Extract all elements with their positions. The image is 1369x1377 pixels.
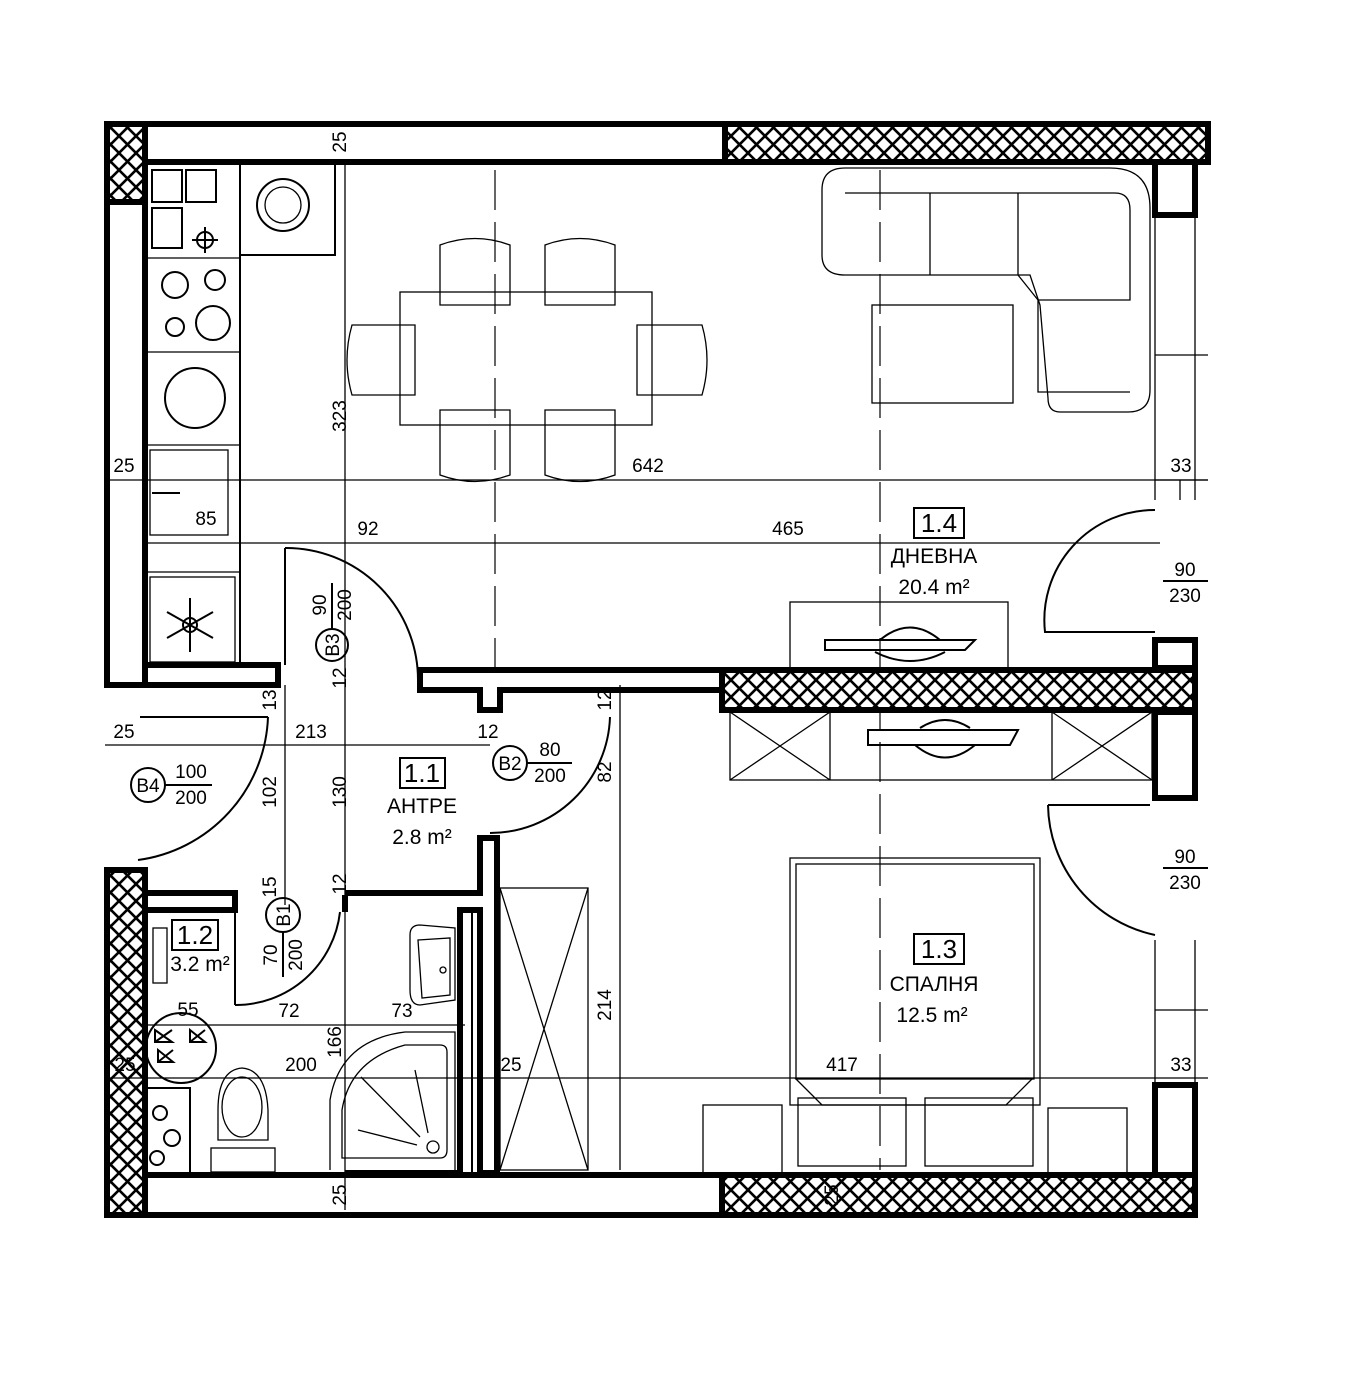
door-tag: B4 <box>136 776 160 797</box>
door-tag-b3: B3 90 200 <box>310 583 356 662</box>
dim-label: 102 <box>260 776 281 808</box>
snowflake-icon <box>166 598 214 652</box>
dim-label: 55 <box>177 1000 198 1021</box>
dim-label: 25 <box>330 131 351 152</box>
room-number: 1.2 <box>177 920 213 950</box>
door-height: 200 <box>175 788 207 809</box>
window-tag-bedroom: 90 230 <box>1163 847 1208 894</box>
dim-label: 33 <box>1170 456 1191 477</box>
door-width: 70 <box>261 944 282 965</box>
dim-label: 213 <box>295 722 327 743</box>
bathroom-fixtures <box>144 924 456 1174</box>
dim-label: 25 <box>500 1055 521 1076</box>
dim-label: 73 <box>391 1001 412 1022</box>
dim-label: 166 <box>325 1026 346 1058</box>
dim-label: 92 <box>357 519 378 540</box>
dim-label: 25 <box>822 1184 843 1205</box>
dim-label: 33 <box>1170 1055 1191 1076</box>
door-width: 90 <box>310 594 331 615</box>
window-tag-living: 90 230 <box>1163 560 1208 607</box>
door-height: 200 <box>335 589 356 621</box>
room-number: 1.4 <box>921 508 957 538</box>
dim-label: 82 <box>595 761 616 782</box>
dim-label: 25 <box>114 1055 135 1076</box>
window-height: 230 <box>1169 586 1201 607</box>
dim-label: 85 <box>195 509 216 530</box>
dim-label: 642 <box>632 456 664 477</box>
dim-label: 72 <box>278 1001 299 1022</box>
door-width: 100 <box>175 762 207 783</box>
dimension-labels: 25 25 85 642 323 33 92 465 13 12 12 213 … <box>113 131 1191 1205</box>
door-tag: B1 <box>274 903 295 926</box>
wardrobe-bedroom <box>729 711 1153 781</box>
dim-label: 214 <box>595 989 616 1021</box>
room-number: 1.3 <box>921 934 957 964</box>
room-name: АНТРЕ <box>387 795 457 818</box>
door-tag-b2: B2 80 200 <box>492 740 572 787</box>
walls <box>104 121 1211 1218</box>
door-height: 200 <box>286 939 307 971</box>
room-label-bedroom: 1.3 СПАЛНЯ 12.5 m² <box>890 933 979 1027</box>
dim-label: 417 <box>826 1055 858 1076</box>
dimension-lines <box>105 165 1208 1210</box>
room-name: СПАЛНЯ <box>890 973 979 996</box>
dim-label: 12 <box>330 873 351 894</box>
dim-label: 465 <box>772 519 804 540</box>
room-label-living: 1.4 ДНЕВНА 20.4 m² <box>891 507 978 599</box>
dim-label: 12 <box>595 689 616 710</box>
dim-label: 25 <box>113 456 134 477</box>
door-width: 80 <box>539 740 560 761</box>
door-tag: B3 <box>323 633 344 656</box>
dim-label: 15 <box>260 876 281 897</box>
dim-label: 25 <box>113 722 134 743</box>
dim-label: 130 <box>330 776 351 808</box>
dim-label: 200 <box>285 1055 317 1076</box>
sofa <box>821 167 1151 413</box>
kitchen-counter <box>144 161 336 666</box>
window-width: 90 <box>1174 560 1195 581</box>
dim-label: 13 <box>260 689 281 710</box>
window-height: 230 <box>1169 873 1201 894</box>
bed <box>702 857 1128 1174</box>
entry-closet <box>499 887 589 1171</box>
dining-table <box>346 237 708 483</box>
room-area: 2.8 m² <box>392 826 452 849</box>
door-tag-b4: B4 100 200 <box>130 762 212 809</box>
room-area: 3.2 m² <box>170 953 230 976</box>
door-height: 200 <box>534 766 566 787</box>
dim-label: 25 <box>330 1184 351 1205</box>
room-number: 1.1 <box>404 758 440 788</box>
tv-unit-living <box>789 601 1009 669</box>
dim-label: 12 <box>330 667 351 688</box>
boiler <box>145 1012 217 1084</box>
window-width: 90 <box>1174 847 1195 868</box>
dim-label: 12 <box>477 722 498 743</box>
door-tag: B2 <box>498 754 521 775</box>
room-area: 20.4 m² <box>898 576 969 599</box>
room-name: ДНЕВНА <box>891 545 978 568</box>
doors <box>137 508 1156 1007</box>
door-tag-b1: B1 70 200 <box>261 897 307 977</box>
room-label-hall: 1.1 АНТРЕ 2.8 m² <box>387 757 457 849</box>
room-label-bath: 1.2 3.2 m² <box>170 919 230 976</box>
room-area: 12.5 m² <box>896 1004 967 1027</box>
dim-label: 323 <box>330 400 351 432</box>
